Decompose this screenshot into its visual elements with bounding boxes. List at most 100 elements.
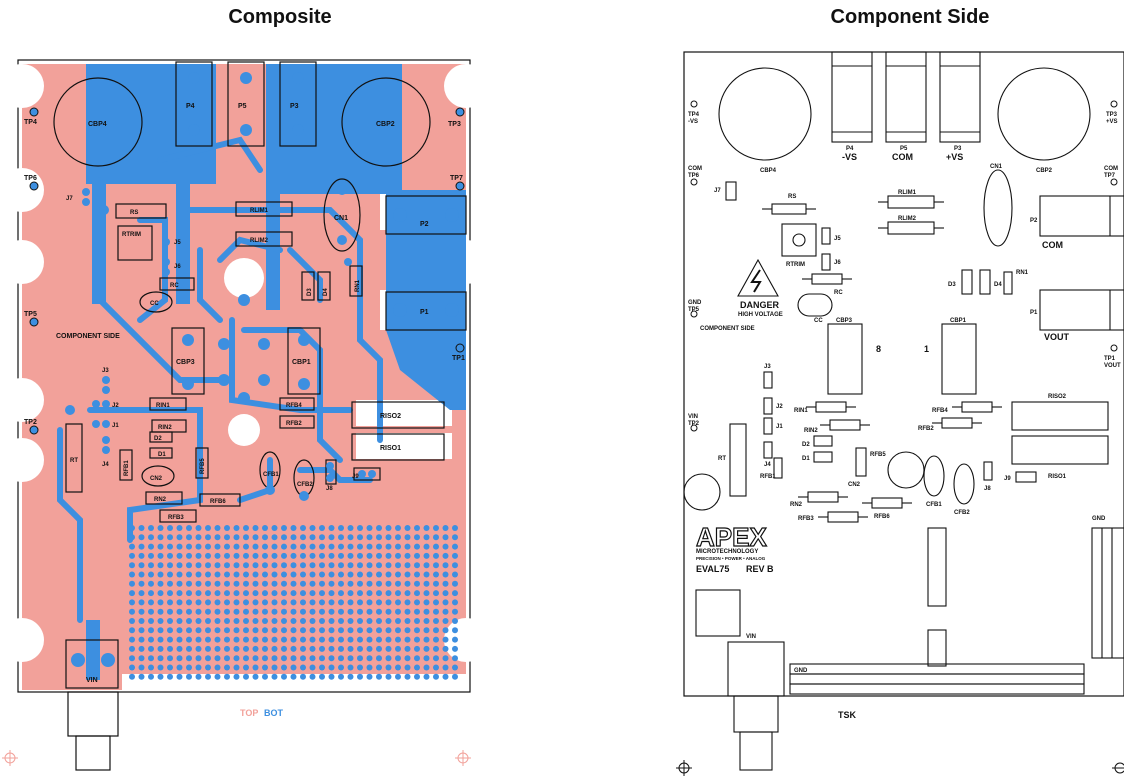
proto-pad: [138, 552, 145, 559]
proto-pad: [243, 673, 249, 680]
proto-pad: [452, 636, 458, 643]
proto-pad: [433, 525, 439, 531]
proto-pad: [214, 673, 221, 680]
proto-pad: [452, 571, 458, 578]
proto-pad: [214, 636, 221, 643]
component-registration-marks: [676, 760, 1124, 776]
proto-pad: [271, 599, 278, 606]
proto-pad: [176, 543, 183, 550]
proto-pad: [157, 571, 164, 578]
proto-pad: [233, 655, 240, 662]
proto-pad: [138, 571, 145, 578]
proto-pad: [290, 627, 297, 634]
proto-pad: [319, 645, 325, 652]
proto-pad: [319, 627, 325, 634]
proto-pad: [423, 673, 430, 680]
proto-pad: [452, 580, 458, 587]
proto-pad: [129, 543, 135, 550]
proto-pad: [347, 580, 354, 587]
proto-pad: [205, 599, 211, 606]
proto-pad: [224, 673, 230, 680]
tp3-sub: +VS: [1106, 119, 1118, 125]
proto-pad: [281, 645, 287, 652]
proto-pad: [167, 655, 173, 662]
proto-pad: [357, 655, 363, 662]
proto-pad: [148, 599, 154, 606]
proto-pad: [262, 543, 268, 550]
proto-pad: [233, 543, 240, 550]
ref-rlim2: RLIM2: [898, 216, 917, 222]
proto-pad: [347, 636, 354, 643]
proto-pad: [414, 580, 420, 587]
proto-pad: [281, 673, 287, 680]
proto-pad: [328, 543, 335, 550]
proto-pad: [205, 571, 211, 578]
composite-pads: [65, 72, 459, 667]
proto-pad: [243, 645, 249, 652]
proto-pad: [442, 525, 449, 531]
proto-pad: [290, 664, 297, 671]
proto-pad: [347, 673, 354, 680]
proto-pad: [129, 673, 135, 680]
proto-pad: [442, 534, 449, 541]
proto-pad: [214, 599, 221, 606]
proto-pad: [309, 608, 316, 615]
proto-pad: [452, 543, 458, 550]
proto-pad: [214, 571, 221, 578]
proto-pad: [395, 645, 401, 652]
proto-pad: [205, 608, 211, 615]
proto-pad: [452, 608, 458, 615]
proto-pad: [385, 590, 392, 597]
proto-pad: [423, 627, 430, 634]
com-tp7-text: COM: [1104, 166, 1118, 172]
proto-pad: [338, 608, 344, 615]
proto-pad: [385, 534, 392, 541]
composite-outlines: [53, 61, 467, 771]
proto-pad: [376, 655, 382, 662]
proto-pad: [414, 590, 420, 597]
proto-pad: [404, 590, 411, 597]
p4-sub: -VS: [842, 152, 857, 162]
proto-pad: [195, 636, 202, 643]
proto-pad: [338, 673, 344, 680]
proto-pad: [328, 525, 335, 531]
proto-pad: [433, 599, 439, 606]
proto-pad: [224, 664, 230, 671]
proto-pad: [376, 534, 382, 541]
proto-pad: [338, 552, 344, 559]
proto-pad: [357, 618, 363, 624]
proto-pad: [404, 618, 411, 624]
proto-pad: [271, 543, 278, 550]
proto-pad: [148, 673, 154, 680]
proto-pad: [167, 618, 173, 624]
proto-pad: [271, 608, 278, 615]
rfb6-label: RFB6: [210, 499, 226, 505]
proto-pad: [233, 552, 240, 559]
proto-pad: [385, 525, 392, 531]
cfb1-label: CFB1: [263, 472, 279, 478]
proto-pad: [157, 599, 164, 606]
proto-pad: [224, 571, 230, 578]
proto-pad: [328, 534, 335, 541]
proto-pad: [233, 599, 240, 606]
proto-pad: [167, 590, 173, 597]
p2-outline: [385, 195, 467, 235]
proto-pad: [262, 655, 268, 662]
proto-pad: [252, 543, 259, 550]
proto-pad: [243, 552, 249, 559]
proto-pad: [357, 580, 363, 587]
proto-pad: [214, 618, 221, 624]
proto-pad: [176, 534, 183, 541]
proto-pad: [376, 645, 382, 652]
proto-pad: [176, 608, 183, 615]
proto-pad: [357, 645, 363, 652]
ref-j5: J5: [834, 236, 841, 242]
proto-pad: [433, 562, 439, 569]
proto-pad: [376, 543, 382, 550]
proto-pad: [262, 562, 268, 569]
proto-pad: [385, 664, 392, 671]
proto-pad: [195, 645, 202, 652]
proto-pad: [366, 525, 373, 531]
proto-pad: [290, 525, 297, 531]
j9-label: J9: [352, 474, 359, 480]
